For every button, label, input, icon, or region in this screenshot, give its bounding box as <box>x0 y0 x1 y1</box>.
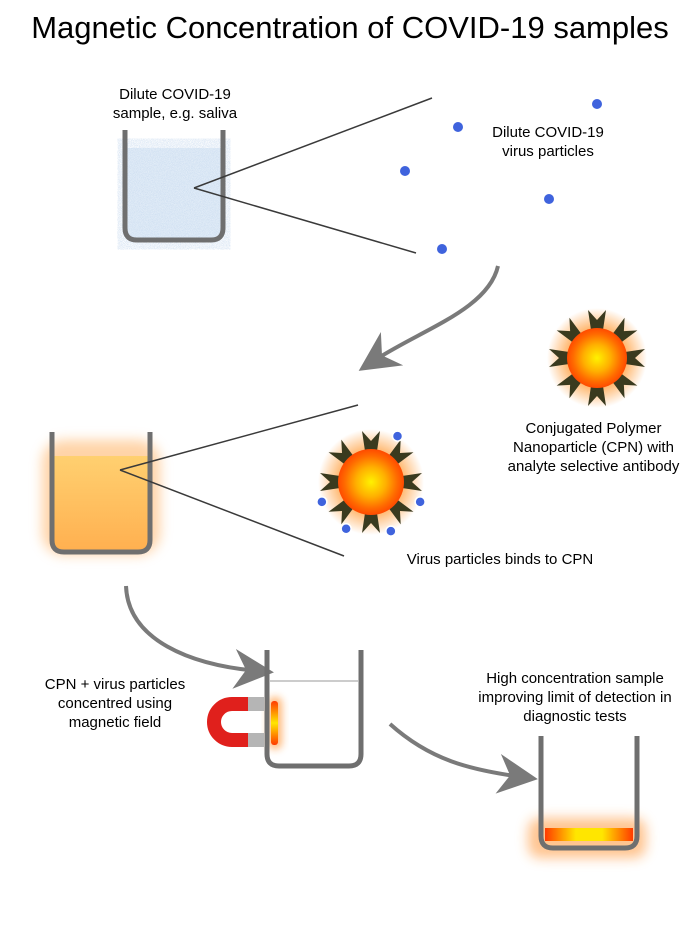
virus-particle <box>437 244 447 254</box>
virus-particles-label-line: virus particles <box>502 142 594 160</box>
cpn-label-line: Nanoparticle (CPN) with <box>513 438 674 456</box>
page-title: Magnetic Concentration of COVID-19 sampl… <box>31 10 669 45</box>
concentrated-beaker <box>528 736 646 858</box>
antibody-icon <box>612 373 638 399</box>
antibody-icon <box>362 513 380 533</box>
zoom-lines-mixture <box>119 404 359 557</box>
cpn-label-line: Conjugated Polymer <box>525 420 662 437</box>
dilute-sample-label: Dilute COVID-19 sample, e.g. saliva <box>95 86 255 124</box>
antibody-icon <box>556 317 582 343</box>
process-arrow-2 <box>124 585 274 689</box>
magnet-beaker <box>264 650 364 769</box>
magnet-step-label: CPN + virus particles concentred using m… <box>20 676 210 732</box>
antibody-icon <box>328 439 354 465</box>
magnet-step-label-line: concentred using <box>57 694 173 712</box>
antibody-icon <box>388 439 414 465</box>
cpn-mixture-beaker <box>42 432 160 555</box>
result-label-line: diagnostic tests <box>523 707 627 725</box>
virus-particles-label: Dilute COVID-19 virus particles <box>473 124 623 162</box>
virus-particle <box>544 194 554 204</box>
cpn-label-line: analyte selective antibody <box>507 457 680 475</box>
antibody-icon <box>556 373 582 399</box>
result-label-line: improving limit of detection in <box>478 688 672 706</box>
bound-virus-particle <box>385 525 397 537</box>
bound-virus-particle <box>340 523 352 535</box>
antibody-icon <box>388 499 414 525</box>
virus-particles-label-line: Dilute COVID-19 <box>492 124 604 141</box>
zoom-lines-sample <box>193 97 433 254</box>
bound-virus-particle <box>391 430 404 442</box>
magnet-step-label-line: CPN + virus particles <box>44 676 186 693</box>
virus-particle <box>592 99 602 109</box>
virus-particle <box>453 122 463 132</box>
cpn-nanoparticle <box>547 308 647 408</box>
process-arrow-3 <box>388 722 538 794</box>
dilute-sample-label-line: Dilute COVID-19 <box>119 86 231 103</box>
magnet-step-label-line: magnetic field <box>68 713 162 731</box>
dilute-sample-beaker <box>122 130 226 243</box>
antibody-icon <box>320 473 340 491</box>
binding-label: Virus particles binds to CPN <box>385 551 615 570</box>
result-label-line: High concentration sample <box>486 670 664 687</box>
bound-virus-particle <box>414 496 426 508</box>
antibody-icon <box>328 499 354 525</box>
antibody-icon <box>588 310 606 330</box>
antibody-icon <box>402 473 422 491</box>
antibody-icon <box>588 386 606 406</box>
cpn-core <box>338 449 404 515</box>
antibody-icon <box>625 349 645 367</box>
process-arrow-1 <box>358 265 500 371</box>
antibody-icon <box>549 349 569 367</box>
cpn-core <box>567 328 627 388</box>
antibody-icon <box>612 317 638 343</box>
virus-particles <box>400 99 602 254</box>
binding-label-line: Virus particles binds to CPN <box>406 551 594 568</box>
cpn-label: Conjugated Polymer Nanoparticle (CPN) wi… <box>487 420 700 476</box>
bound-virus-particle <box>316 496 328 508</box>
result-label: High concentration sample improving limi… <box>455 670 695 726</box>
virus-particle <box>400 166 410 176</box>
dilute-sample-label-line: sample, e.g. saliva <box>112 104 238 122</box>
antibody-icon <box>362 431 380 451</box>
cpn-bound-virus <box>316 429 426 537</box>
horseshoe-magnet <box>207 697 264 747</box>
